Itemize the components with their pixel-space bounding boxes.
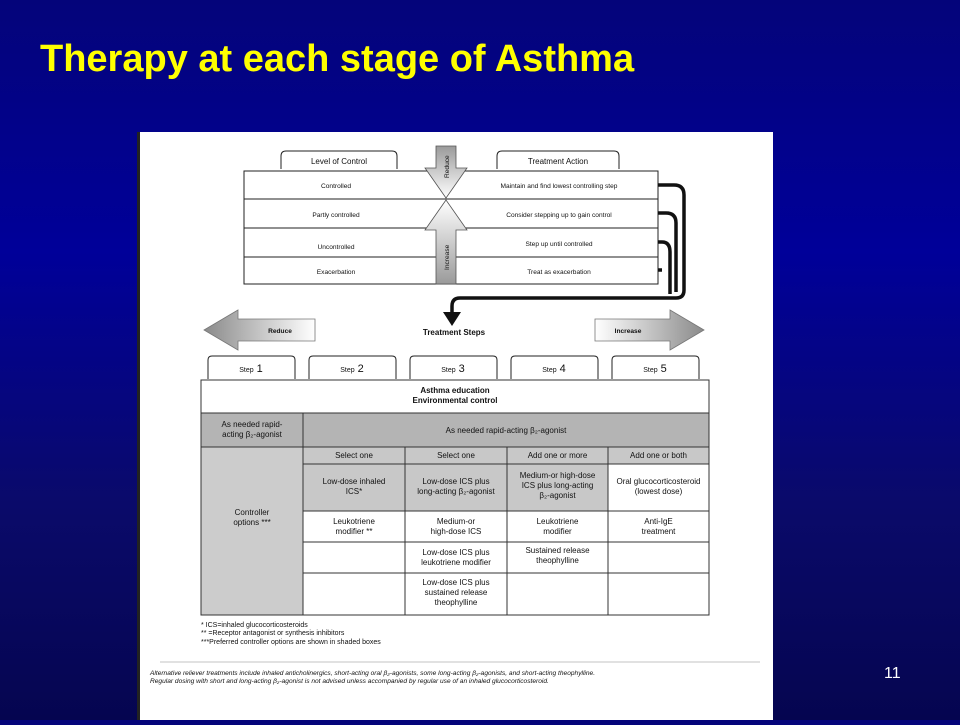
option-cell: Medium-or high-dose ICS (405, 517, 507, 537)
option-line: Medium-or high-dose (519, 471, 596, 480)
increase-vertical-label: Increase (444, 244, 451, 270)
option-cell: Leukotriene modifier (507, 517, 608, 537)
selector-step3: Select one (437, 451, 475, 460)
option-line: modifier ** (335, 527, 373, 536)
reliever-label-line: acting β₂-agonist (222, 430, 282, 439)
reduce-label: Reduce (268, 328, 292, 335)
option-line: Leukotriene (536, 517, 579, 526)
option-line: Anti-IgE (644, 517, 673, 526)
level-header: Level of Control (311, 157, 367, 166)
footnotes: * ICS=inhaled glucocorticosteroids ** =R… (201, 622, 601, 647)
treatment-steps-title: Treatment Steps (423, 328, 486, 337)
option-line: Medium-or (436, 517, 476, 526)
level-exacerbation: Exacerbation (317, 269, 356, 276)
option-line: Low-dose ICS plus (422, 548, 490, 557)
step-tab (510, 355, 599, 379)
asthma-therapy-figure: Level of Control Treatment Action Reduce… (137, 132, 773, 720)
reliever-label-line: As needed rapid- (221, 420, 283, 429)
action-uncontrolled: Step up until controlled (525, 241, 592, 248)
option-line: long-acting β₂-agonist (417, 487, 495, 496)
action-partly: Consider stepping up to gain control (506, 212, 612, 219)
step-tab (207, 355, 296, 379)
level-partly: Partly controlled (312, 212, 360, 219)
option-line: theophylline (434, 598, 478, 607)
selector-step5: Add one or both (630, 451, 687, 460)
footnote: * ICS=inhaled glucocorticosteroids (201, 622, 308, 629)
controller-label-line: Controller (234, 508, 270, 517)
option-cell: Anti-IgE treatment (608, 517, 709, 537)
increase-big-arrow (594, 309, 705, 351)
option-line: ICS* (345, 487, 363, 496)
option-line: Low-dose ICS plus (422, 578, 490, 587)
bottom-note: Regular dosing with short and long-actin… (150, 678, 549, 686)
level-uncontrolled: Uncontrolled (317, 244, 354, 251)
option-cell: Low-dose inhaled ICS* (303, 477, 405, 497)
controller-label-cell: Controller options *** (201, 508, 303, 528)
increase-vertical-arrow (424, 199, 468, 285)
option-line: modifier (543, 527, 572, 536)
education-line: Asthma education (420, 386, 490, 395)
option-cell: Low-dose ICS plus leukotriene modifier (405, 548, 507, 568)
reliever-label-cell: As needed rapid- acting β₂-agonist (201, 420, 303, 440)
slide-number: 11 (884, 665, 901, 682)
option-line: Leukotriene (333, 517, 375, 526)
controller-marker: *** (261, 518, 271, 527)
bottom-notes: Alternative reliever treatments include … (150, 670, 770, 687)
reduce-vertical-arrow (424, 145, 468, 199)
selector-step4: Add one or more (527, 451, 588, 460)
action-exacerbation: Treat as exacerbation (527, 269, 591, 276)
reduce-big-arrow (203, 309, 316, 351)
option-line: sustained release (424, 588, 488, 597)
option-line: Low-dose inhaled (322, 477, 386, 486)
step-tab (611, 355, 700, 379)
down-arrow-head (443, 312, 461, 326)
option-cell: Low-dose ICS plus sustained release theo… (405, 578, 507, 608)
level-controlled: Controlled (321, 183, 351, 190)
figure-svg: Level of Control Treatment Action Reduce… (160, 145, 760, 663)
feedback-loops (450, 183, 686, 314)
steps-table-grid (200, 379, 710, 616)
education-line: Environmental control (412, 396, 498, 405)
option-line: ICS plus long-acting (521, 481, 594, 490)
option-line: β₂-agonist (539, 491, 576, 500)
option-cell: Oral glucocorticosteroid (lowest dose) (608, 477, 709, 497)
option-line: (lowest dose) (634, 487, 683, 496)
action-header: Treatment Action (528, 157, 588, 166)
option-line: theophylline (536, 556, 579, 565)
controller-label-line: options *** (233, 518, 271, 527)
option-line: leukotriene modifier (421, 558, 491, 567)
bottom-note: Alternative reliever treatments include … (150, 670, 596, 677)
education-cell: Asthma education Environmental control (201, 386, 709, 406)
step-tab (409, 355, 498, 379)
increase-label: Increase (615, 328, 642, 335)
footnote: ** =Receptor antagonist or synthesis inh… (201, 630, 345, 638)
option-cell: Sustained release theophylline (507, 546, 608, 566)
step-tabs (207, 355, 700, 379)
option-line: Oral glucocorticosteroid (616, 477, 701, 486)
action-header-tab (496, 150, 620, 169)
footnote: ***Preferred controller options are show… (201, 638, 381, 646)
level-header-tab (280, 150, 398, 169)
option-cell: Leukotriene modifier ** (303, 517, 405, 537)
action-controlled: Maintain and find lowest controlling ste… (501, 183, 618, 190)
option-line: high-dose ICS (430, 527, 482, 536)
option-line: Low-dose ICS plus (422, 477, 490, 486)
option-cell: Medium-or high-dose ICS plus long-acting… (507, 471, 608, 501)
reduce-vertical-label: Reduce (444, 155, 451, 178)
selector-step2: Select one (335, 451, 373, 460)
slide-title: Therapy at each stage of Asthma (40, 38, 635, 80)
reliever-all-cell: As needed rapid-acting β₂-agonist (445, 426, 567, 435)
option-line: treatment (641, 527, 676, 536)
option-cell: Low-dose ICS plus long-acting β₂-agonist (405, 477, 507, 497)
step-tab (308, 355, 397, 379)
option-line: Sustained release (525, 546, 590, 555)
